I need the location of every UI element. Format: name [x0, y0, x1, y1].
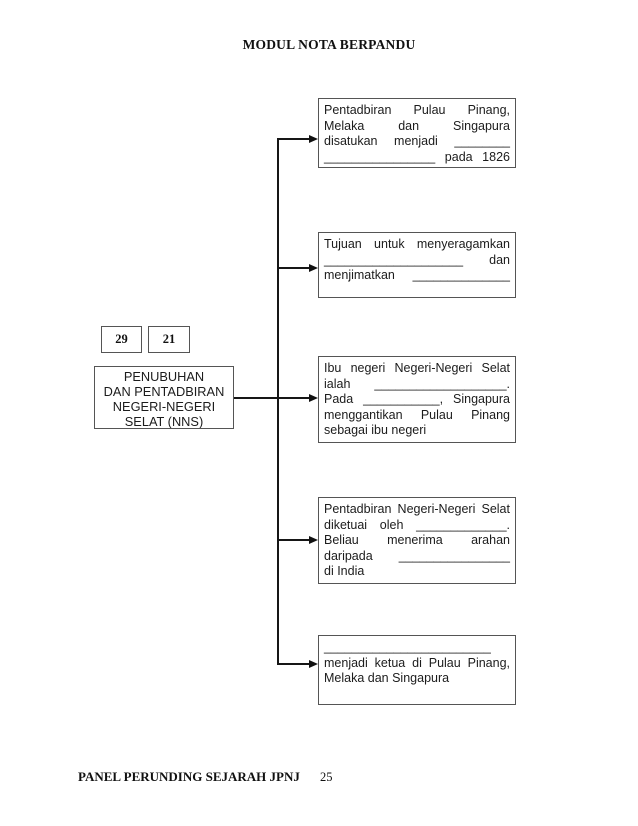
arrowhead-icon-4	[309, 536, 318, 544]
note-box-5: ________________________menjadi ketua di…	[318, 635, 516, 705]
ref-number-box-29: 29	[101, 326, 142, 353]
text-line: ________________________	[324, 640, 491, 654]
connector-branch-line-3	[234, 397, 310, 399]
arrowhead-icon-3	[309, 394, 318, 402]
page-number: 25	[320, 770, 333, 784]
text-line: Beliau menerima arahan	[324, 533, 510, 547]
text-line: ____________________ dan	[324, 252, 510, 267]
text-line: Tujuan untuk menyeragamkan	[324, 237, 510, 251]
connector-branch-line-2	[277, 267, 310, 269]
text-line: SELAT (NNS)	[124, 414, 204, 429]
text-line: DAN PENTADBIRAN	[103, 384, 225, 399]
text-line: Pentadbiran Negeri-Negeri Selat	[324, 502, 510, 516]
arrowhead-icon-5	[309, 660, 318, 668]
text-line: disatukan menjadi ________	[324, 134, 510, 148]
text-line: menjimatkan ______________	[324, 268, 510, 282]
connector-branch-line-1	[277, 138, 310, 140]
text-line: Melaka dan Singapura	[324, 118, 510, 133]
text-line: di India	[324, 564, 365, 578]
ref-number-21: 21	[162, 332, 176, 346]
text-line: Melaka dan Singapura	[324, 671, 450, 685]
text-line: Pentadbiran Pulau Pinang,	[324, 103, 510, 117]
connector-trunk-line	[277, 138, 279, 665]
note-box-1: Pentadbiran Pulau Pinang,Melaka dan Sing…	[318, 98, 516, 168]
text-line: sebagai ibu negeri	[324, 423, 427, 437]
ref-number-box-21: 21	[148, 326, 190, 353]
text-line: Ibu negeri Negeri-Negeri Selat	[324, 361, 510, 375]
text-line: diketuai oleh _____________.	[324, 517, 510, 532]
connector-branch-line-5	[277, 663, 310, 665]
text-line: PENUBUHAN	[123, 369, 205, 384]
text-line: ialah ___________________.	[324, 376, 510, 391]
text-line: daripada ________________	[324, 548, 510, 563]
text-line: ________________ pada 1826	[324, 149, 510, 164]
connector-branch-line-4	[277, 539, 310, 541]
text-line: menggantikan Pulau Pinang	[324, 407, 510, 422]
page-footer-text: PANEL PERUNDING SEJARAH JPNJ	[78, 769, 300, 784]
note-box-2: Tujuan untuk menyeragamkan______________…	[318, 232, 516, 298]
text-line: NEGERI-NEGERI	[112, 399, 216, 414]
text-line: menjadi ketua di Pulau Pinang,	[324, 655, 510, 670]
text-line: Pada ___________, Singapura	[324, 392, 510, 406]
arrowhead-icon-1	[309, 135, 318, 143]
arrowhead-icon-2	[309, 264, 318, 272]
page-header-title: MODUL NOTA BERPANDU	[242, 37, 416, 52]
ref-number-29: 29	[115, 332, 128, 346]
